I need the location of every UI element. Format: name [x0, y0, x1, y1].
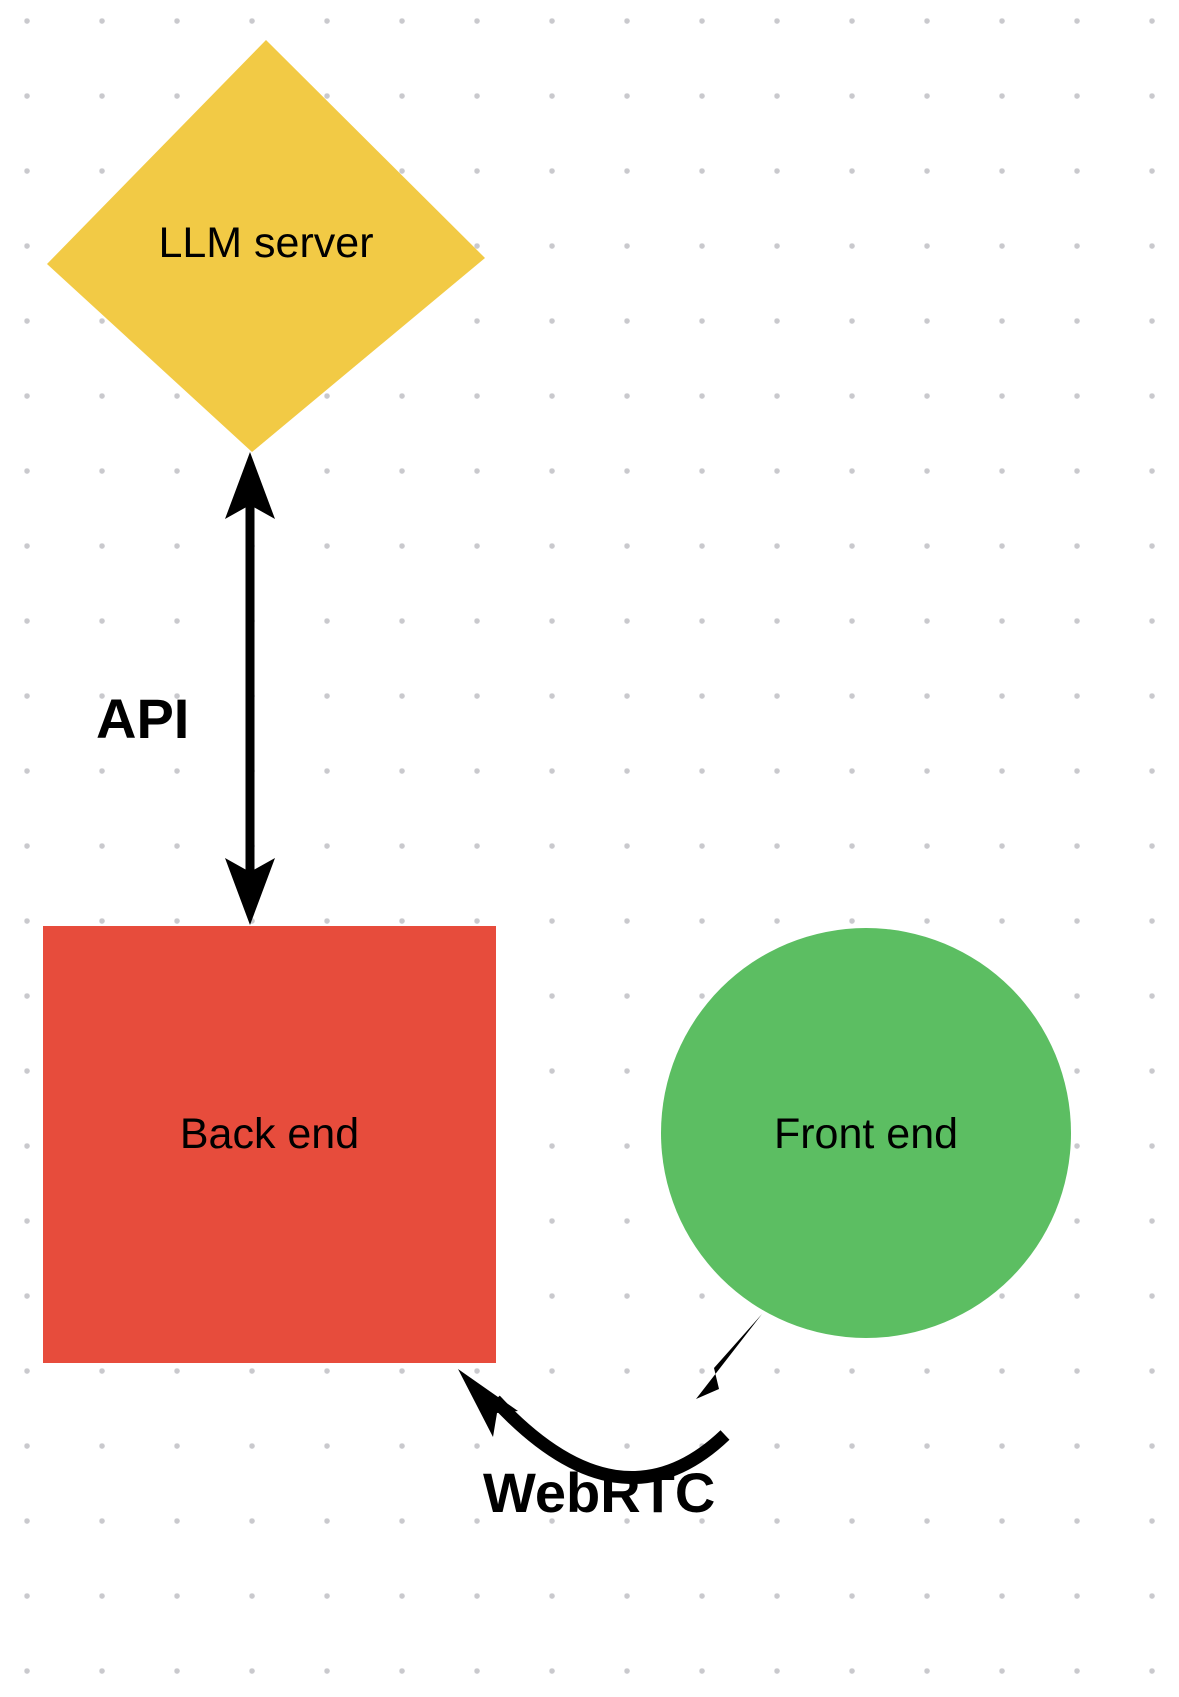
edge-api-label: API [96, 687, 190, 750]
edge-api-arrowhead-top [225, 452, 275, 519]
node-back-end-shape[interactable] [43, 926, 496, 1363]
node-front-end-shape[interactable] [661, 928, 1071, 1338]
node-llm-server-shape[interactable] [47, 40, 485, 452]
edge-webrtc-arrow[interactable] [458, 1314, 762, 1484]
edge-webrtc-arrowhead-left [458, 1369, 518, 1437]
edge-webrtc-curve [490, 1395, 730, 1484]
edge-api-arrow[interactable] [225, 452, 275, 925]
edge-webrtc-label: WebRTC [483, 1461, 716, 1524]
node-llm-server-label: LLM server [158, 219, 374, 267]
node-back-end-label: Back end [179, 1110, 360, 1158]
edge-api-arrowhead-bottom [225, 858, 275, 925]
node-front-end-label: Front end [773, 1110, 959, 1158]
edge-webrtc-arrowhead-right [696, 1314, 762, 1399]
